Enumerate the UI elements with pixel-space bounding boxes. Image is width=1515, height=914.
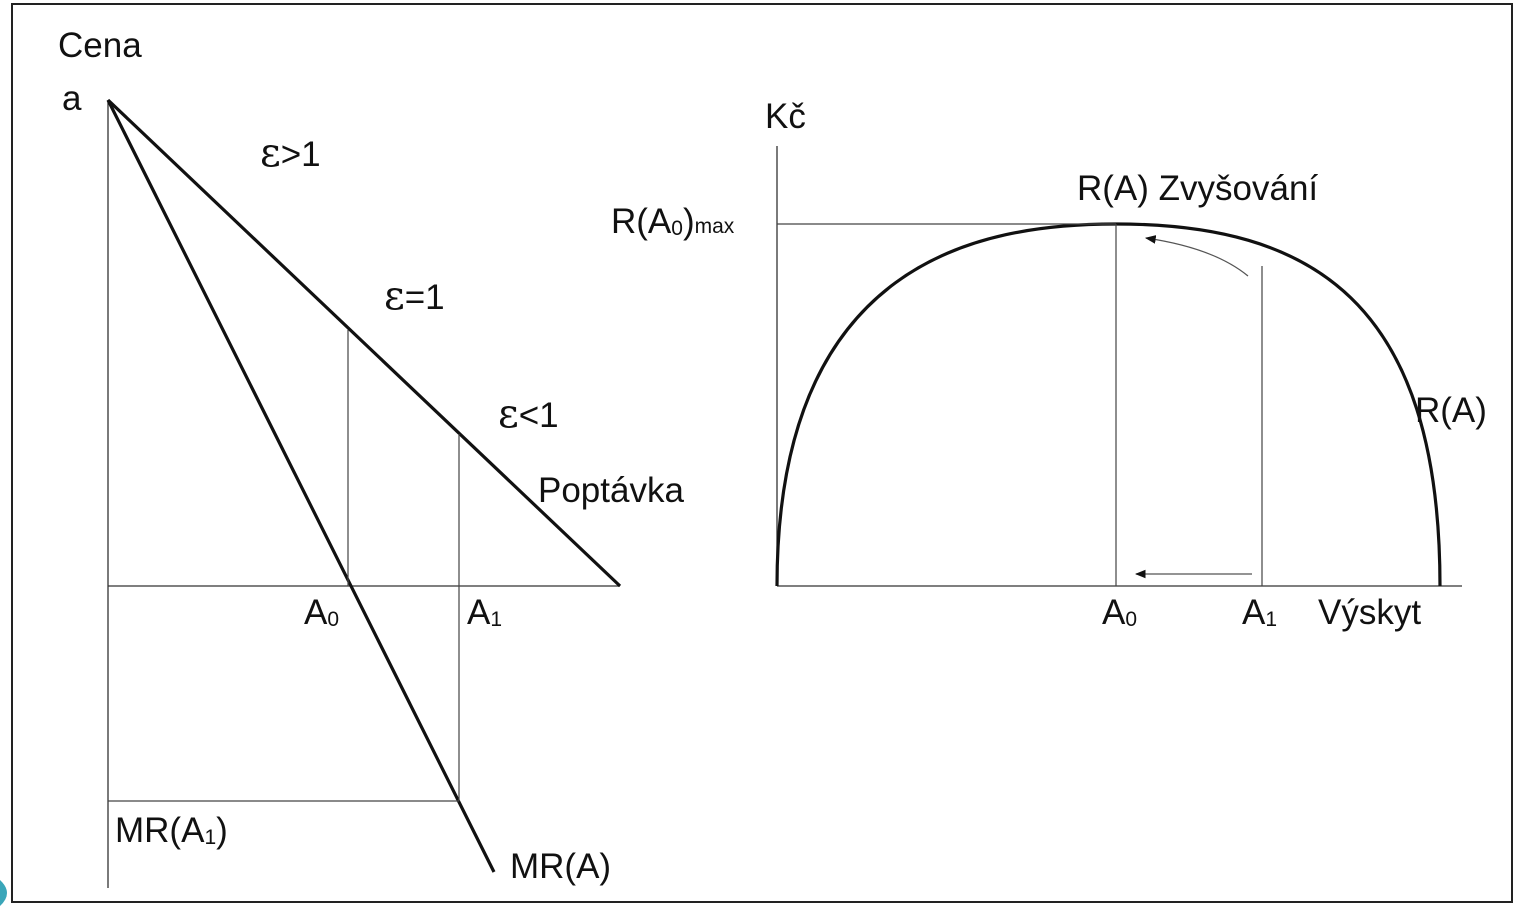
demand-line	[106, 98, 622, 588]
intercept-a-label: a	[62, 79, 82, 118]
left-a0-label: A0	[304, 593, 339, 632]
left-chart: Cena a ε>1 ε=1 ε<1 Poptávka A0 A1 MR(A1)…	[58, 26, 684, 888]
max-revenue-label: R(A0)max	[611, 202, 735, 241]
right-chart: Kč R(A0)max R(A) Zvyšování R(A) A0 A1 Vý…	[611, 97, 1487, 632]
right-a0-label: A0	[1102, 593, 1137, 632]
vyskyt-label: Výskyt	[1318, 593, 1421, 632]
elasticity-lt-label: ε<1	[498, 391, 559, 437]
elasticity-eq-label: ε=1	[384, 273, 445, 319]
curve-shift-arrow	[1144, 235, 1249, 277]
elasticity-gt-label: ε>1	[260, 130, 321, 176]
revenue-curve	[775, 222, 1442, 587]
revenue-curve-label: R(A)	[1415, 391, 1487, 430]
corner-accent	[0, 880, 7, 906]
left-a1-label: A1	[467, 593, 502, 632]
kc-label: Kč	[765, 97, 806, 136]
mr-line	[106, 99, 496, 873]
mr-curve-label: MR(A)	[510, 847, 611, 886]
demand-label: Poptávka	[538, 471, 684, 510]
figure-border	[11, 3, 1513, 903]
right-a1-label: A1	[1242, 593, 1277, 632]
mr-a1-label: MR(A1)	[115, 811, 228, 850]
increase-label: R(A) Zvyšování	[1077, 169, 1318, 208]
cena-label: Cena	[58, 26, 142, 65]
